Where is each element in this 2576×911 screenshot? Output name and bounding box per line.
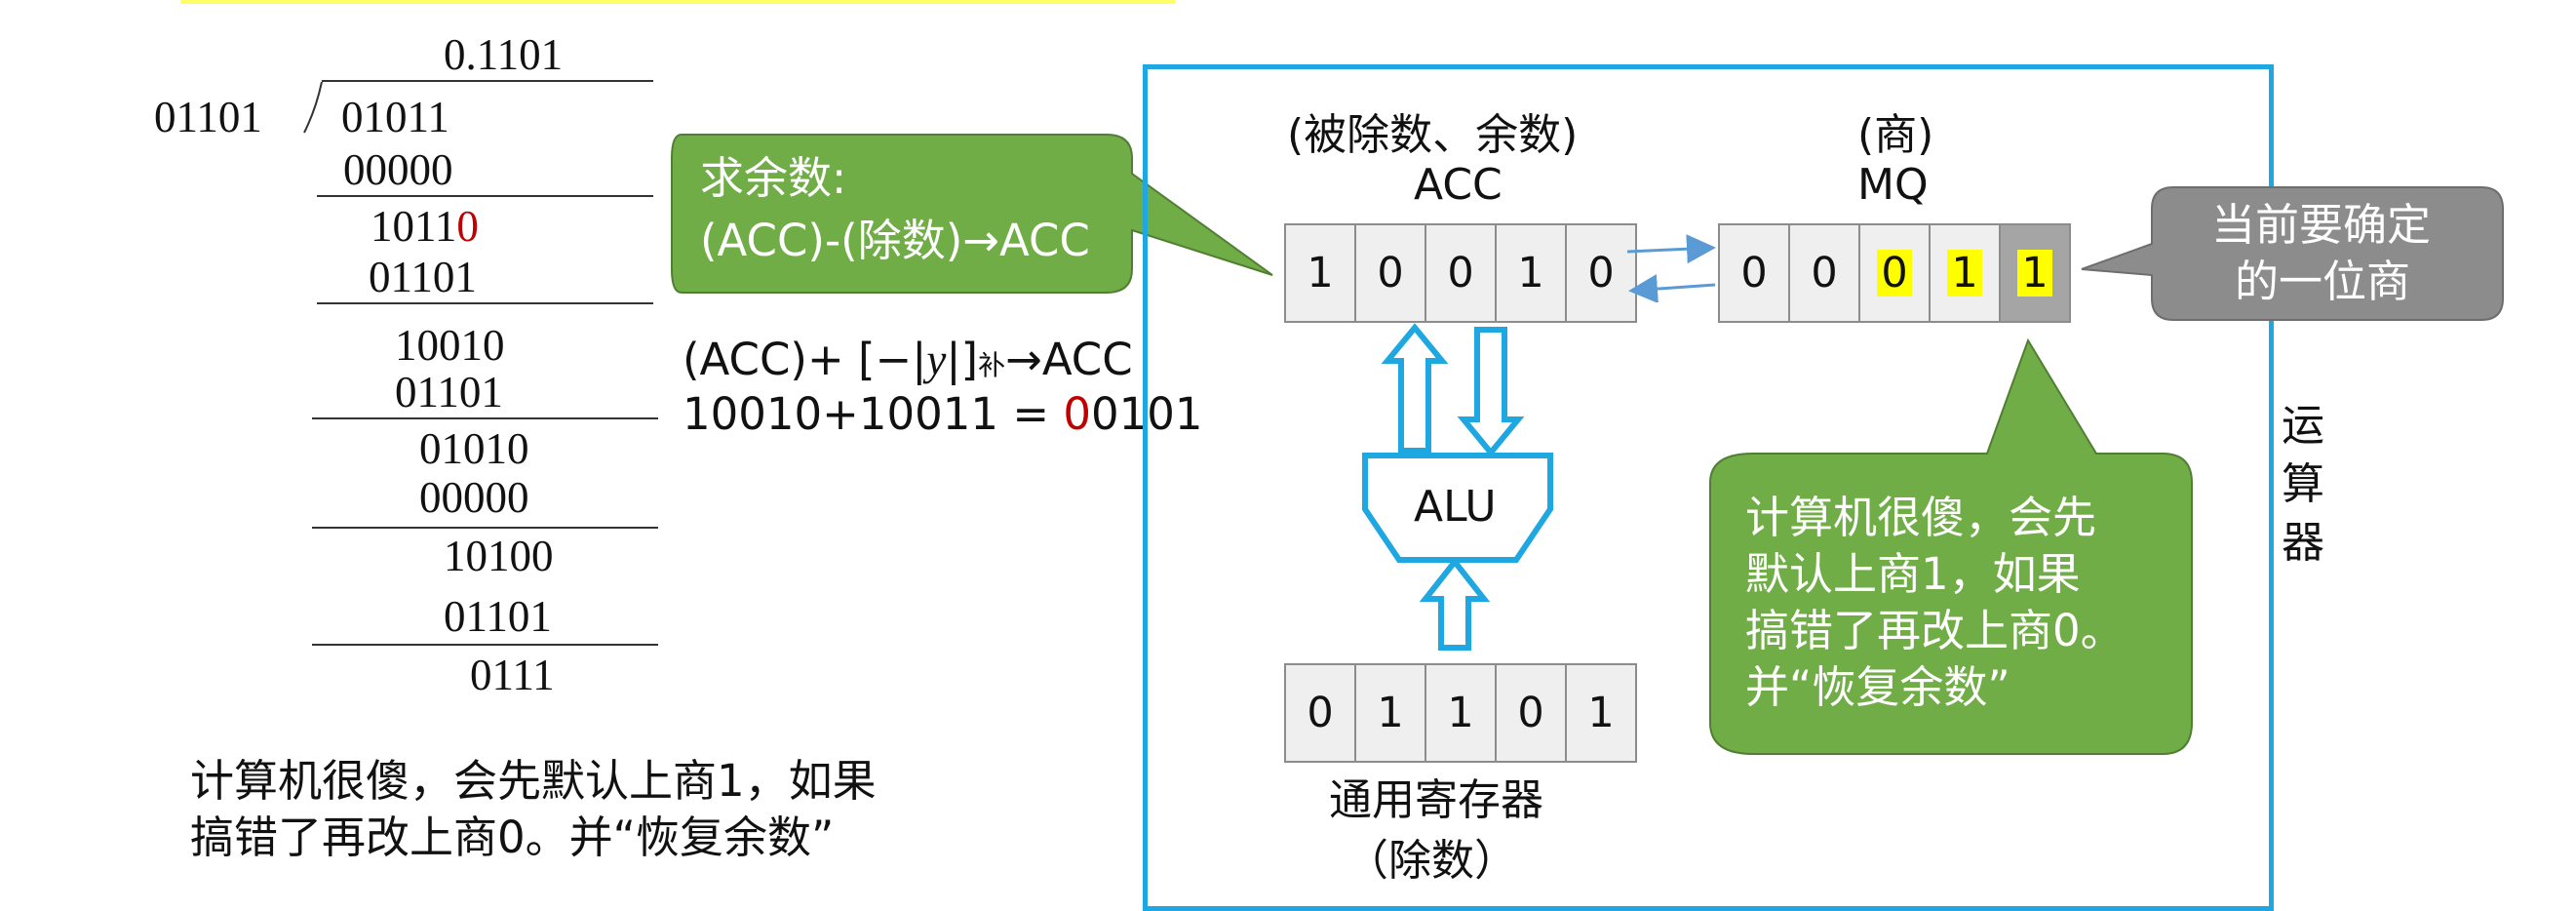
callout-remainder-line2: (ACC)-(除数)→ACC <box>700 215 1090 266</box>
division-row: 00000 <box>343 145 453 194</box>
division-row: 00000 <box>419 473 529 522</box>
acc-caption1: (被除数、余数) <box>1287 110 1579 160</box>
callout-fool-shape <box>1709 337 2193 755</box>
alu-label: ALU <box>1414 482 1497 532</box>
gpr-caption1: 通用寄存器 <box>1329 775 1543 825</box>
division-row: 10100 <box>444 532 554 580</box>
arithmetic-unit-frame <box>1143 64 2274 911</box>
callout-remainder-line1: 求余数: <box>700 152 847 204</box>
callout-fool-line3: 搞错了再改上商0。 <box>1745 605 2125 656</box>
division-row: 01101 <box>444 592 552 641</box>
gpr-caption2: （除数） <box>1346 836 1517 886</box>
callout-quotient-bit-shape <box>2081 186 2504 321</box>
division-rule <box>312 644 658 646</box>
division-row: 01101 <box>395 368 503 416</box>
acc-bit: 1 <box>1286 225 1356 321</box>
gpr-bit: 1 <box>1567 665 1635 761</box>
acc-register: 1 0 0 1 0 <box>1284 223 1637 323</box>
callout-fool-line2: 默认上商1，如果 <box>1745 548 2081 600</box>
acc-bit: 0 <box>1356 225 1426 321</box>
gpr-bit: 0 <box>1286 665 1356 761</box>
division-row: 10010 <box>395 321 505 370</box>
formula-line2: 10010+10011 = 00101 <box>683 388 1203 440</box>
mq-bit: 0 <box>1720 225 1790 321</box>
gpr-bit: 1 <box>1356 665 1426 761</box>
unit-label-char: 器 <box>2282 518 2324 568</box>
acc-bit: 1 <box>1497 225 1567 321</box>
division-row: 01011 <box>341 93 449 141</box>
gpr-bit: 1 <box>1426 665 1497 761</box>
division-rule <box>317 195 653 197</box>
division-rule <box>317 302 653 304</box>
gpr-register: 0 1 1 0 1 <box>1284 663 1637 763</box>
callout-quotient-bit-line2: 的一位商 <box>2235 256 2411 307</box>
acc-bit: 0 <box>1426 225 1497 321</box>
callout-fool-line4: 并“恢复余数” <box>1745 661 2010 713</box>
callout-remainder-shape <box>671 134 1273 294</box>
division-row: 0111 <box>470 651 555 699</box>
alu-acc-arrows <box>1381 323 1525 457</box>
callout-fool-line1: 计算机很傻，会先 <box>1745 492 2097 543</box>
top-highlight-strip <box>180 0 1175 4</box>
mq-bit-current: 1 <box>2001 225 2069 321</box>
acc-mq-arrows <box>1626 234 1716 302</box>
acc-caption2: ACC <box>1414 160 1503 210</box>
mq-register: 0 0 0 1 1 <box>1718 223 2071 323</box>
mq-caption1: (商) <box>1857 110 1934 160</box>
gpr-bit: 0 <box>1497 665 1567 761</box>
division-bar <box>322 80 653 82</box>
formula-line1: (ACC)+ [−|y|]补→ACC <box>683 334 1133 385</box>
gpr-alu-arrow <box>1419 557 1491 651</box>
unit-label-char: 运 <box>2282 401 2324 451</box>
acc-bit: 0 <box>1567 225 1635 321</box>
mq-bit: 0 <box>1790 225 1860 321</box>
mq-bit: 1 <box>1931 225 2001 321</box>
quotient: 0.1101 <box>444 30 564 79</box>
division-rule <box>312 417 658 419</box>
callout-quotient-bit-line1: 当前要确定 <box>2211 199 2432 251</box>
division-row: 01010 <box>419 424 529 473</box>
left-note-line1: 计算机很傻，会先默认上商1，如果 <box>190 755 877 807</box>
division-rule <box>312 527 658 529</box>
division-bracket <box>303 81 323 134</box>
division-row: 01101 <box>369 253 477 301</box>
alu-shape <box>1362 453 1553 563</box>
mq-bit: 0 <box>1860 225 1931 321</box>
divisor: 01101 <box>154 93 262 141</box>
division-row: 10110 <box>371 202 479 251</box>
mq-caption2: MQ <box>1857 160 1929 210</box>
left-note-line2: 搞错了再改上商0。并“恢复余数” <box>190 812 835 863</box>
unit-label-char: 算 <box>2282 459 2324 509</box>
